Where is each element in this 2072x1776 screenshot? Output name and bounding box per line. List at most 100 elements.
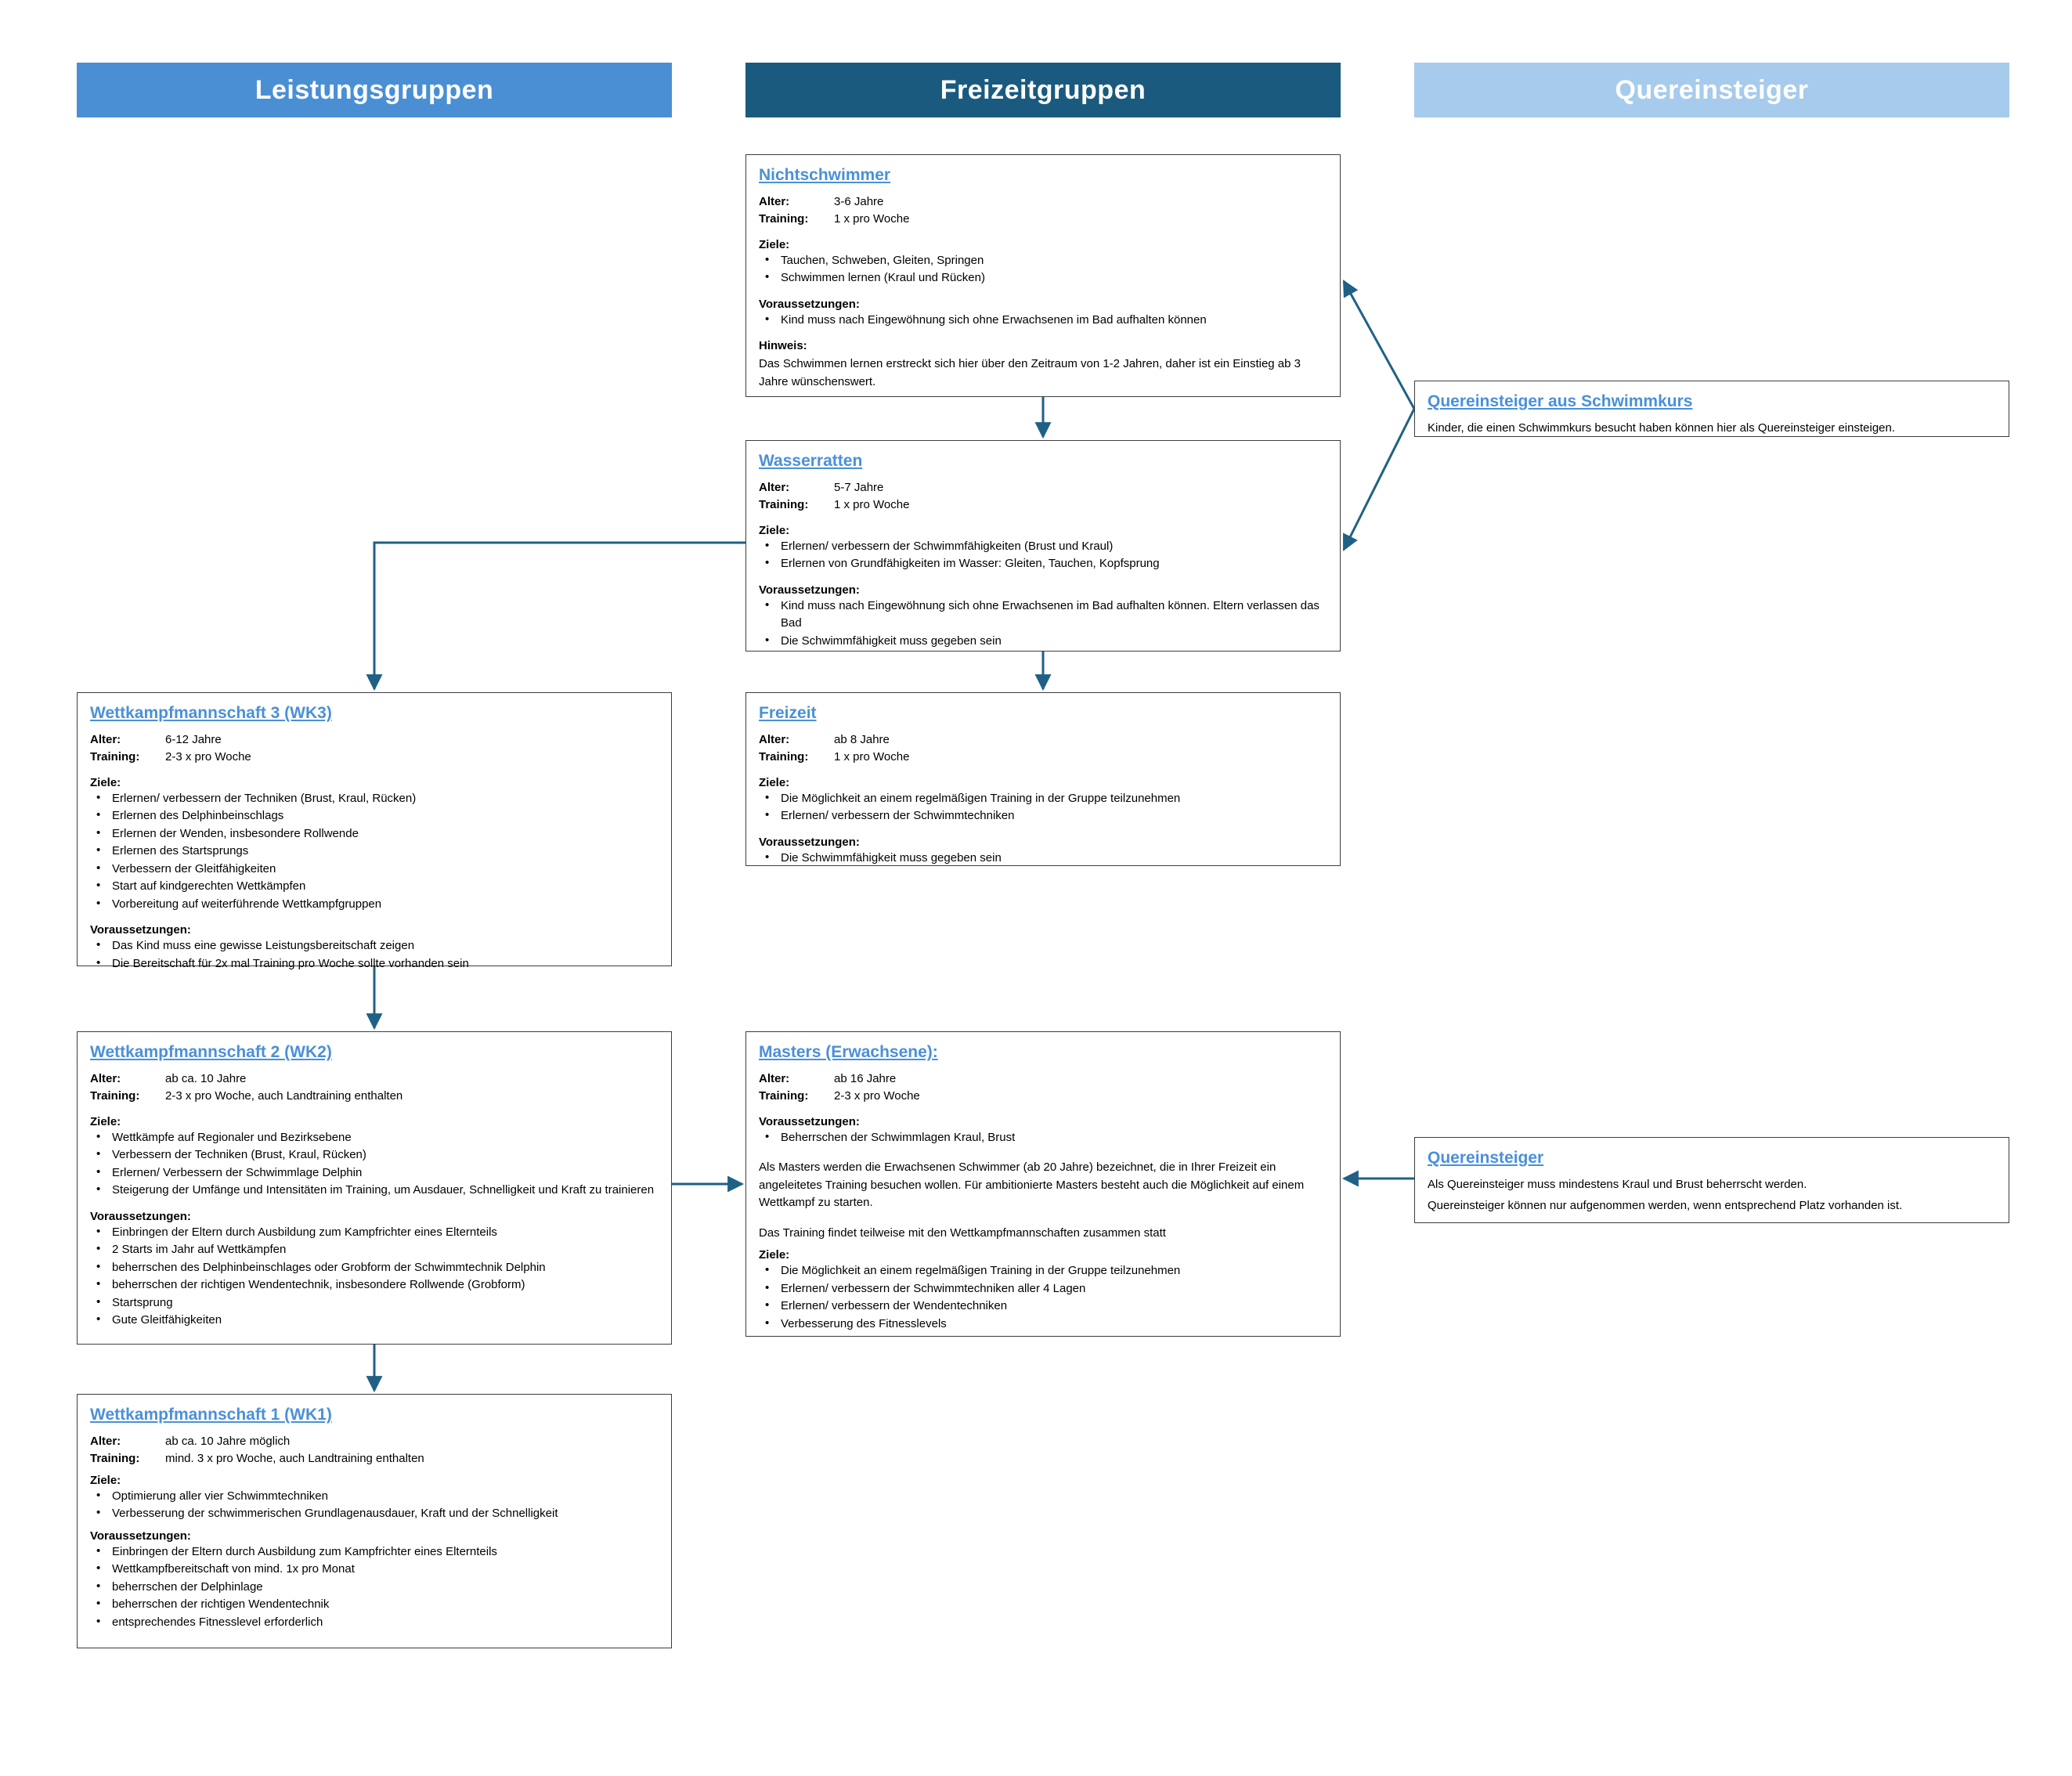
list-item: Start auf kindgerechten Wettkämpfen <box>90 877 657 896</box>
field-label-alter: Alter: <box>90 733 121 747</box>
section-heading-ziele: Ziele: <box>90 1473 121 1487</box>
field-value-training: 2-3 x pro Woche <box>165 749 251 763</box>
field-value-alter: 5-7 Jahre <box>834 481 884 495</box>
field-value-training: mind. 3 x pro Woche, auch Landtraining e… <box>165 1451 424 1465</box>
field-label-training: Training: <box>759 1088 809 1103</box>
field-alter: Alter: ab 16 Jahre <box>759 1070 1326 1088</box>
field-value-training: 1 x pro Woche <box>834 497 910 511</box>
field-value-training: 2-3 x pro Woche, auch Landtraining entha… <box>165 1088 403 1103</box>
field-value-training: 1 x pro Woche <box>834 749 910 763</box>
section-heading-voraussetzungen: Voraussetzungen: <box>759 1114 860 1128</box>
field-training: Training: mind. 3 x pro Woche, auch Land… <box>90 1450 657 1467</box>
section-heading-ziele: Ziele: <box>759 775 790 789</box>
list-item: Erlernen/ verbessern der Wendentechniken <box>759 1297 1326 1316</box>
card-wasserratten: Wasserratten Alter: 5-7 Jahre Training: … <box>745 440 1341 652</box>
list-ziele: Tauchen, Schweben, Gleiten, SpringenSchw… <box>759 251 1326 287</box>
list-item: Erlernen/ verbessern der Schwimmtechnike… <box>759 807 1326 825</box>
text-description: Kinder, die einen Schwimmkurs besucht ha… <box>1428 421 1896 435</box>
list-item: entsprechendes Fitnesslevel erforderlich <box>90 1613 657 1632</box>
field-label-alter: Alter: <box>759 1072 790 1086</box>
field-alter: Alter: 5-7 Jahre <box>759 479 1326 496</box>
section-heading-ziele: Ziele: <box>90 775 121 789</box>
field-training: Training: 2-3 x pro Woche <box>759 1088 1326 1105</box>
field-value-training: 2-3 x pro Woche <box>834 1088 920 1103</box>
field-value-alter: 3-6 Jahre <box>834 195 884 209</box>
column-header-label: Quereinsteiger <box>1615 74 1809 105</box>
card-freizeit: Freizeit Alter: ab 8 Jahre Training: 1 x… <box>745 692 1341 866</box>
text-masters-note: Das Training findet teilweise mit den We… <box>759 1226 1166 1240</box>
field-training: Training: 1 x pro Woche <box>759 496 1326 514</box>
card-title: Wettkampfmannschaft 3 (WK3) <box>90 704 332 722</box>
field-alter: Alter: ab 8 Jahre <box>759 731 1326 749</box>
list-ziele: Die Möglichkeit an einem regelmäßigen Tr… <box>759 1262 1326 1333</box>
list-item: Beherrschen der Schwimmlagen Kraul, Brus… <box>759 1128 1326 1147</box>
list-item: Einbringen der Eltern durch Ausbildung z… <box>90 1543 657 1561</box>
text-hinweis: Das Schwimmen lernen erstreckt sich hier… <box>759 357 1301 388</box>
column-header-label: Leistungsgruppen <box>254 74 494 105</box>
column-header-quereinsteiger: Quereinsteiger <box>1414 63 2009 117</box>
list-voraussetzungen: Kind muss nach Eingewöhnung sich ohne Er… <box>759 311 1326 330</box>
list-item: Kind muss nach Eingewöhnung sich ohne Er… <box>759 597 1326 633</box>
field-training: Training: 1 x pro Woche <box>759 211 1326 228</box>
list-item: 2 Starts im Jahr auf Wettkämpfen <box>90 1240 657 1259</box>
list-voraussetzungen: Kind muss nach Eingewöhnung sich ohne Er… <box>759 597 1326 651</box>
list-item: Vorbereitung auf weiterführende Wettkamp… <box>90 895 657 914</box>
list-ziele: Optimierung aller vier SchwimmtechnikenV… <box>90 1487 657 1523</box>
list-item: Verbesserung des Fitnesslevels <box>759 1315 1326 1334</box>
field-label-training: Training: <box>759 211 809 226</box>
field-label-alter: Alter: <box>90 1435 121 1449</box>
list-ziele: Wettkämpfe auf Regionaler und Bezirksebe… <box>90 1128 657 1200</box>
list-item: Erlernen des Startsprungs <box>90 842 657 861</box>
section-heading-voraussetzungen: Voraussetzungen: <box>759 835 860 849</box>
list-item: Kind muss nach Eingewöhnung sich ohne Er… <box>759 311 1326 330</box>
field-label-alter: Alter: <box>759 733 790 747</box>
card-wettkampfmannschaft-1: Wettkampfmannschaft 1 (WK1) Alter: ab ca… <box>77 1394 672 1648</box>
field-alter: Alter: 3-6 Jahre <box>759 193 1326 211</box>
card-title: Quereinsteiger aus Schwimmkurs <box>1428 392 1693 410</box>
column-header-leistungsgruppen: Leistungsgruppen <box>77 63 672 117</box>
section-heading-ziele: Ziele: <box>759 1248 790 1262</box>
list-item: Wettkämpfe auf Regionaler und Bezirksebe… <box>90 1128 657 1147</box>
list-item: Steigerung der Umfänge und Intensitäten … <box>90 1181 657 1200</box>
section-heading-voraussetzungen: Voraussetzungen: <box>759 297 860 311</box>
section-heading-voraussetzungen: Voraussetzungen: <box>90 1209 191 1223</box>
list-ziele: Erlernen/ verbessern der Techniken (Brus… <box>90 789 657 914</box>
list-item: Die Schwimmfähigkeit muss gegeben sein <box>759 632 1326 651</box>
card-wettkampfmannschaft-2: Wettkampfmannschaft 2 (WK2) Alter: ab ca… <box>77 1031 672 1345</box>
edge-querkurs-to-wasserratten <box>1342 408 1416 551</box>
section-heading-voraussetzungen: Voraussetzungen: <box>90 923 191 937</box>
field-alter: Alter: 6-12 Jahre <box>90 731 657 749</box>
card-title: Nichtschwimmer <box>759 166 891 184</box>
list-item: Wettkampfbereitschaft von mind. 1x pro M… <box>90 1560 657 1579</box>
list-voraussetzungen: Die Schwimmfähigkeit muss gegeben sein <box>759 849 1326 868</box>
list-voraussetzungen: Beherrschen der Schwimmlagen Kraul, Brus… <box>759 1128 1326 1147</box>
list-item: Verbessern der Techniken (Brust, Kraul, … <box>90 1146 657 1164</box>
card-quereinsteiger-aus-schwimmkurs: Quereinsteiger aus Schwimmkurs Kinder, d… <box>1414 381 2009 437</box>
field-training: Training: 2-3 x pro Woche, auch Landtrai… <box>90 1088 657 1105</box>
field-label-training: Training: <box>90 749 140 763</box>
list-item: Erlernen/ Verbessern der Schwimmlage Del… <box>90 1164 657 1182</box>
text-description-2: Quereinsteiger können nur aufgenommen we… <box>1428 1198 1903 1212</box>
card-nichtschwimmer: Nichtschwimmer Alter: 3-6 Jahre Training… <box>745 154 1341 397</box>
list-item: beherrschen des Delphinbeinschlages oder… <box>90 1258 657 1277</box>
list-item: Erlernen des Delphinbeinschlags <box>90 807 657 825</box>
list-item: Einbringen der Eltern durch Ausbildung z… <box>90 1223 657 1242</box>
card-title: Wettkampfmannschaft 2 (WK2) <box>90 1043 332 1061</box>
list-voraussetzungen: Einbringen der Eltern durch Ausbildung z… <box>90 1223 657 1330</box>
field-value-alter: 6-12 Jahre <box>165 733 222 747</box>
list-item: Erlernen/ verbessern der Schwimmtechnike… <box>759 1280 1326 1298</box>
card-quereinsteiger: Quereinsteiger Als Quereinsteiger muss m… <box>1414 1137 2009 1223</box>
card-title: Wasserratten <box>759 452 863 470</box>
list-item: Verbessern der Gleitfähigkeiten <box>90 860 657 879</box>
field-value-alter: ab 8 Jahre <box>834 733 890 747</box>
card-title: Freizeit <box>759 704 817 722</box>
list-ziele: Erlernen/ verbessern der Schwimmfähigkei… <box>759 537 1326 573</box>
column-header-label: Freizeitgruppen <box>940 74 1146 105</box>
list-item: Verbesserung der schwimmerischen Grundla… <box>90 1504 657 1523</box>
field-label-alter: Alter: <box>90 1072 121 1086</box>
list-item: Startsprung <box>90 1294 657 1312</box>
section-heading-ziele: Ziele: <box>759 523 790 537</box>
field-label-training: Training: <box>759 749 809 763</box>
field-label-training: Training: <box>90 1451 140 1465</box>
